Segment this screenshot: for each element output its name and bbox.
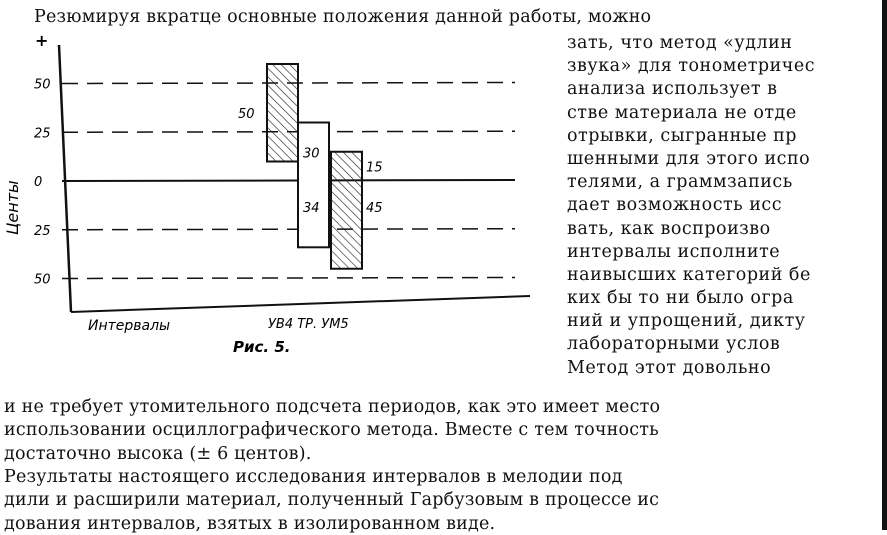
column-line: дает возможность исс <box>567 195 783 216</box>
bar-value-label: 45 <box>366 201 383 216</box>
y-axis-label: Центы <box>3 180 22 235</box>
column-line: наивысших категорий бе <box>567 264 811 285</box>
column-line: вать, как воспроизво <box>567 218 771 239</box>
y-tick-label: 25 <box>34 126 51 141</box>
plus-sign: + <box>35 31 48 50</box>
column-line: стве материала не отде <box>567 102 797 123</box>
figure-caption: Рис. 5. <box>233 338 290 356</box>
gridline <box>61 276 516 280</box>
bar-3 <box>330 150 363 270</box>
column-line: Метод этот довольно <box>567 357 772 378</box>
page-edge <box>882 0 887 530</box>
text-line-top: Резюмируя вкратце основные положения дан… <box>34 7 652 27</box>
bottom-line: дили и расширили материал, полученный Га… <box>4 490 660 511</box>
y-tick-label: 0 <box>34 175 42 190</box>
column-line: зать, что метод «удлин <box>567 33 793 53</box>
column-line: шенными для этого испо <box>567 148 811 169</box>
y-tick-label: 50 <box>34 273 51 288</box>
bar-value-label: 50 <box>238 107 255 122</box>
bar-value-label: 30 <box>303 147 320 162</box>
column-line: телями, а граммзапись <box>567 172 793 193</box>
y-tick-label: 50 <box>34 78 51 93</box>
bar-2 <box>297 121 330 249</box>
bar-1 <box>266 63 299 163</box>
column-line: интервалы исполните <box>567 241 781 262</box>
column-line: ких бы то ни было огра <box>567 288 794 309</box>
x-axis-label: Интервалы <box>88 318 170 334</box>
bar-value-label: 34 <box>303 201 320 216</box>
y-tick-label: 25 <box>34 224 51 239</box>
bottom-line: достаточно высока (± 6 центов). <box>4 443 312 464</box>
column-line: ний и упрощений, дикту <box>567 311 806 332</box>
bottom-line: использовании осциллографического метода… <box>4 420 659 441</box>
bottom-line: дования интервалов, взятых в изолированн… <box>4 513 496 534</box>
bottom-line: и не требует утомительного подсчета пери… <box>4 397 661 417</box>
y-axis <box>57 44 73 313</box>
column-line: звука» для тонометричес <box>567 56 815 77</box>
text-column: зать, что метод «удлин звука» для тономет… <box>567 32 887 380</box>
column-line: анализа использует в <box>567 79 778 100</box>
figure-5: 50 25 0 25 50 50 30 34 15 45 + Центы Интервалы У… <box>3 31 531 356</box>
category-label: УВ4 ТР. УМ5 <box>268 317 349 332</box>
x-axis <box>70 295 531 313</box>
column-line: лабораторными услов <box>567 334 781 355</box>
bar-value-label: 15 <box>366 160 383 175</box>
column-line: отрывки, сыгранные пр <box>567 125 798 146</box>
gridline <box>61 179 516 182</box>
gridline <box>61 228 516 231</box>
bottom-line: Результаты настоящего исследования интер… <box>4 466 623 487</box>
